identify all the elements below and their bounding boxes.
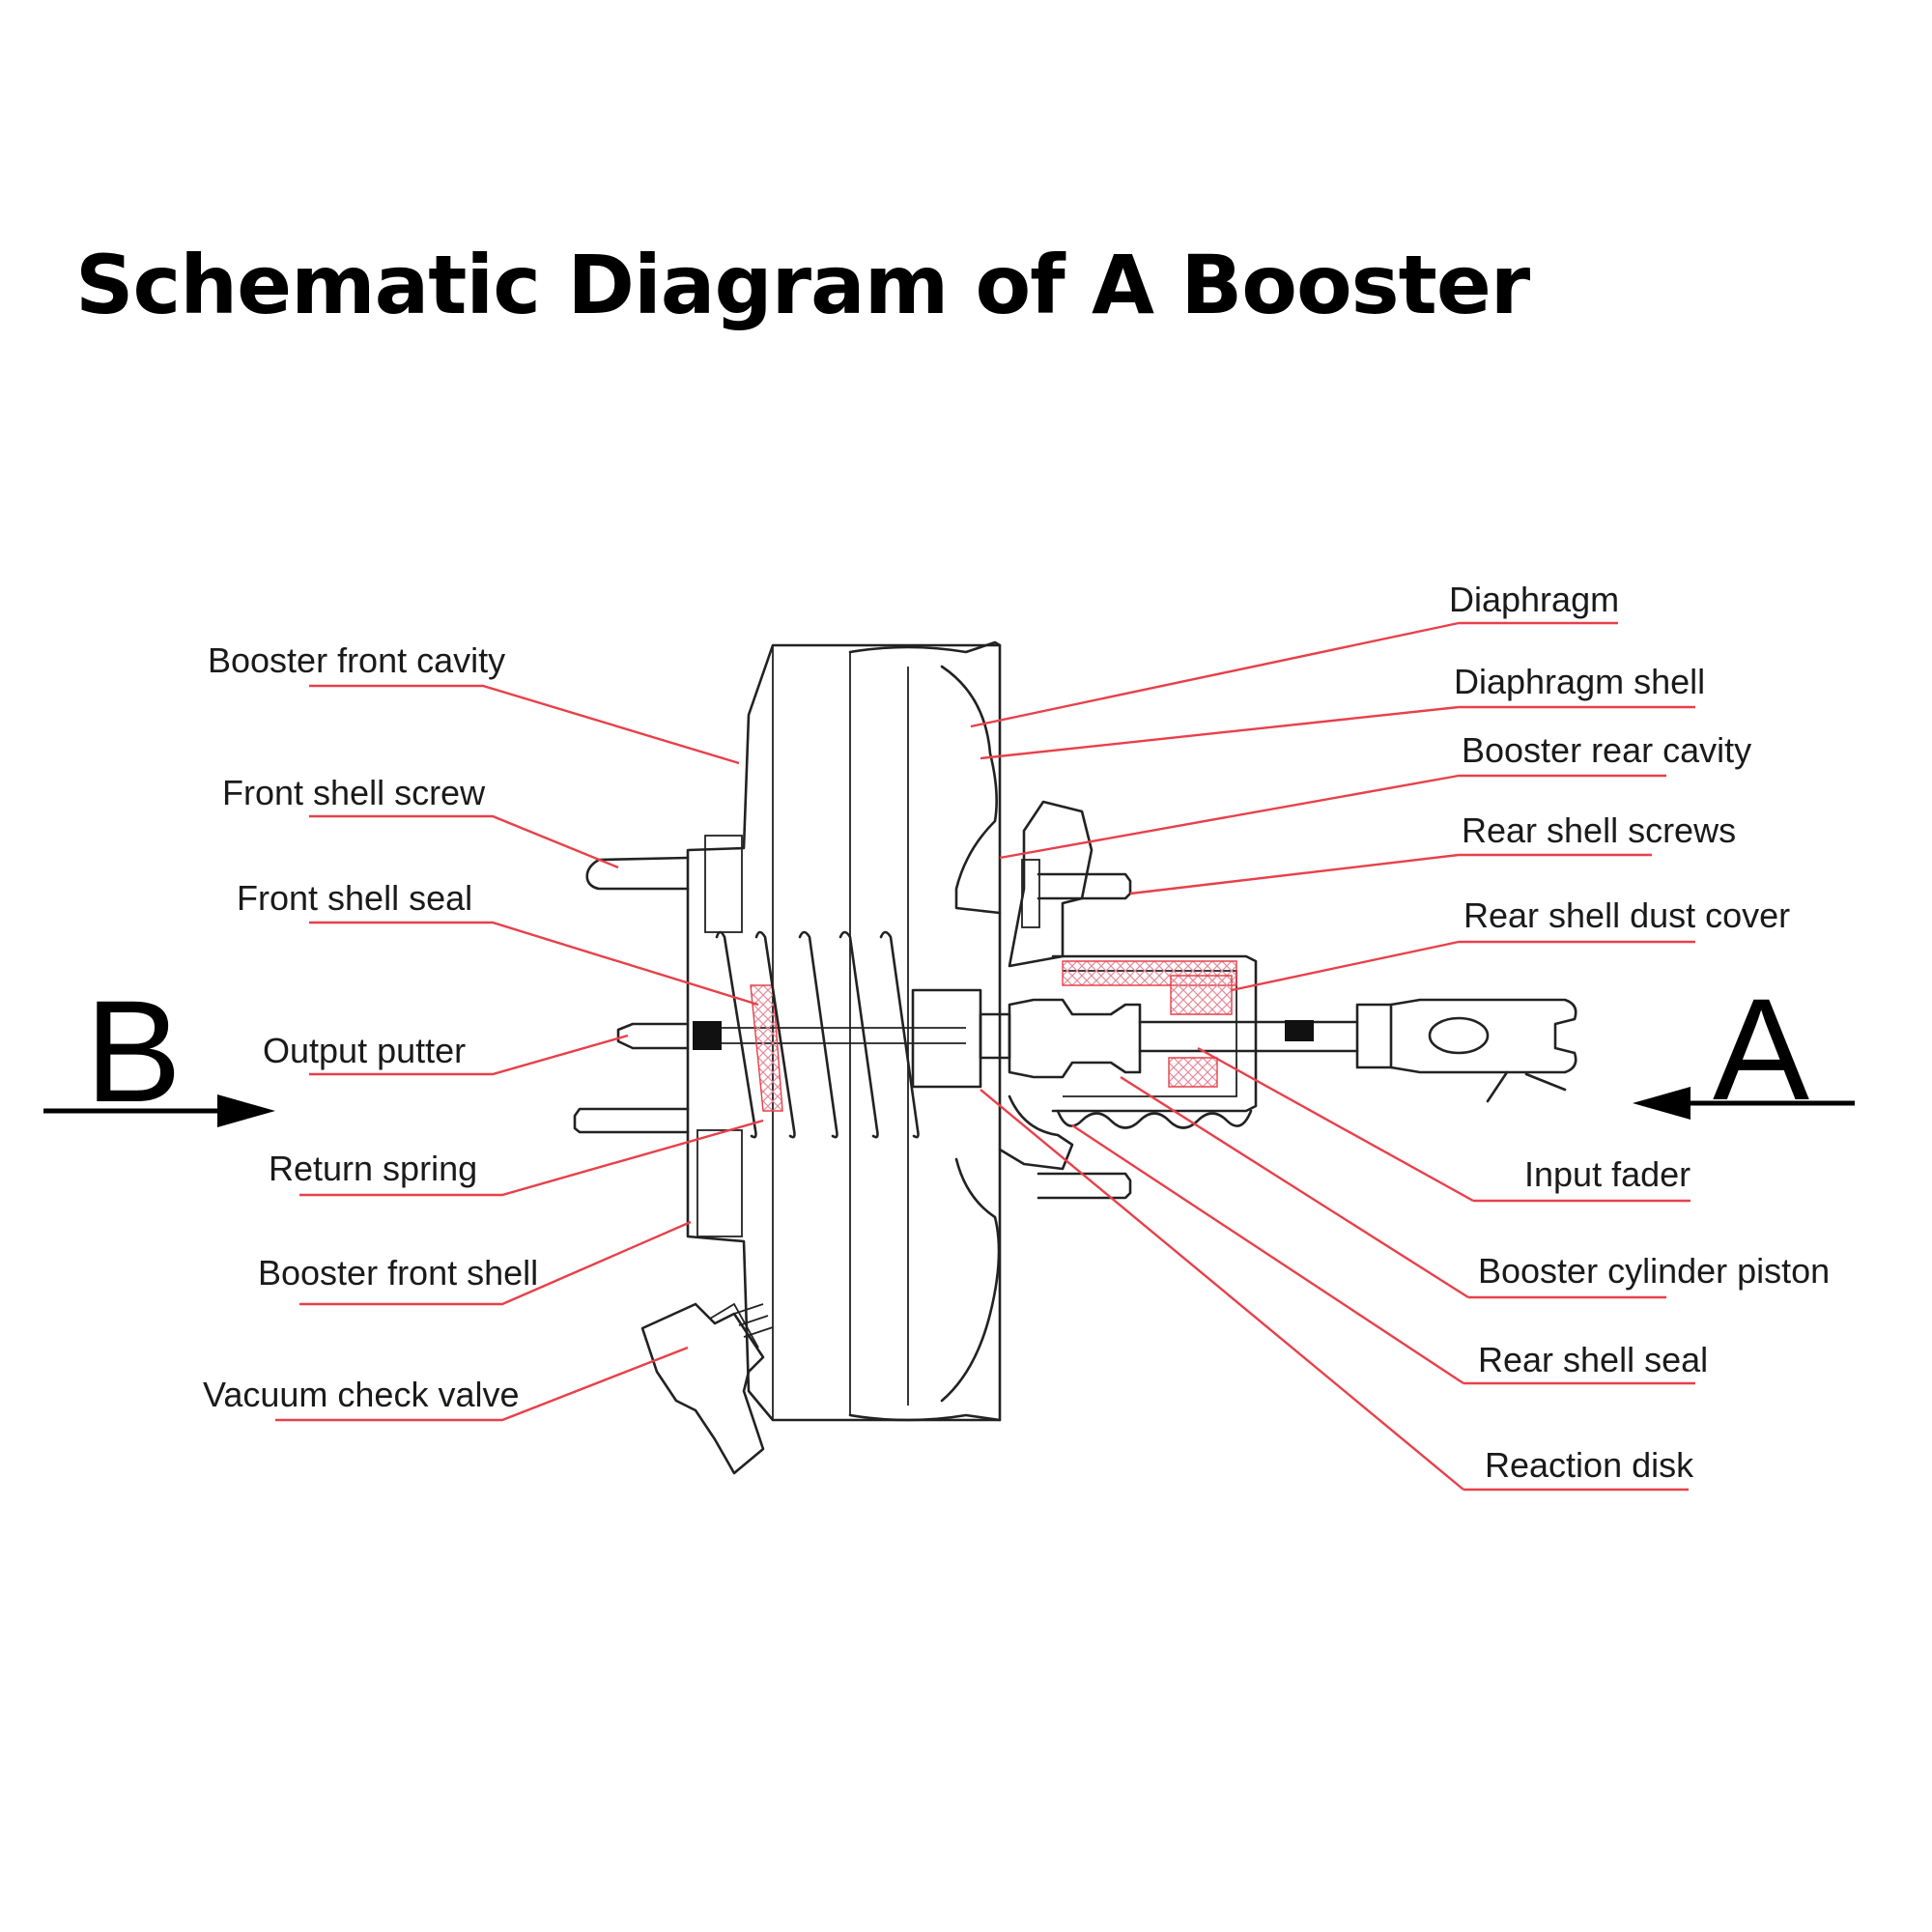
leader-input-fader (1197, 1046, 1690, 1203)
label-vacuum-check-valve: Vacuum check valve (203, 1375, 519, 1414)
label-rear-shell-screws: Rear shell screws (1462, 810, 1736, 850)
leader-front-shell-seal (309, 921, 759, 1007)
front-shell-seal (750, 984, 783, 1112)
leader-booster-front-shell (299, 1220, 692, 1306)
input-rod-collar (1285, 1020, 1314, 1041)
arrow-a-label: A (1713, 968, 1809, 1130)
label-booster-front-cavity: Booster front cavity (208, 640, 505, 680)
rear-shell-screw-upper (1037, 872, 1132, 900)
front-shell-seal-block (696, 1129, 743, 1237)
rear-bellows (1056, 1109, 1253, 1129)
leader-return-spring (299, 1119, 764, 1197)
reaction-disk-hatch (1168, 1057, 1218, 1088)
label-input-fader: Input fader (1524, 1154, 1690, 1194)
leader-vacuum-check-valve (275, 1346, 689, 1422)
leader-reaction-disk (980, 1089, 1689, 1492)
label-booster-cylinder-piston: Booster cylinder piston (1478, 1251, 1830, 1291)
leader-booster-cylinder-piston (1120, 1075, 1666, 1299)
booster-front-shell-outline (686, 643, 1002, 1422)
leader-diaphragm (970, 621, 1618, 728)
diaphragm-shell-bottom (848, 1157, 1002, 1422)
page-title: Schematic Diagram of A Booster (75, 238, 1530, 332)
label-reaction-disk: Reaction disk (1485, 1445, 1694, 1485)
return-spring (715, 930, 920, 1139)
booster-body (573, 640, 1577, 1475)
input-rod (1138, 1020, 1359, 1053)
rear-shell-housing (1051, 954, 1258, 1113)
front-shell-screw-nut (704, 835, 743, 933)
rear-shell-screw-nut (1021, 859, 1040, 928)
arrow-a: A (1633, 968, 1855, 1130)
booster-cylinder-piston (911, 800, 1142, 1171)
label-output-putter: Output putter (263, 1031, 466, 1070)
leader-front-shell-screw (309, 814, 619, 869)
leader-rear-shell-dust-cover (1231, 940, 1695, 992)
leader-output-putter (309, 1034, 629, 1076)
input-rod-nut (1355, 1003, 1393, 1069)
rear-shell-dust-cover-right (1170, 975, 1233, 1015)
output-putter-collar (693, 1021, 722, 1050)
output-putter-rod (616, 1022, 690, 1050)
clevis-pin (1486, 1070, 1567, 1103)
leader-diaphragm-shell (980, 705, 1695, 760)
part-labels: Booster front cavity Front shell screw F… (203, 580, 1830, 1485)
label-return-spring: Return spring (269, 1149, 477, 1188)
label-rear-shell-seal: Rear shell seal (1478, 1340, 1708, 1379)
arrow-b-label: B (85, 970, 182, 1132)
arrow-b: B (43, 970, 275, 1132)
leader-booster-rear-cavity (999, 774, 1666, 860)
vacuum-check-valve (640, 1302, 774, 1475)
label-rear-shell-dust-cover: Rear shell dust cover (1463, 895, 1790, 935)
input-clevis (1389, 998, 1577, 1074)
label-front-shell-screw: Front shell screw (222, 773, 486, 812)
label-front-shell-seal: Front shell seal (237, 878, 472, 918)
label-booster-rear-cavity: Booster rear cavity (1462, 730, 1751, 770)
leader-rear-shell-seal (1071, 1123, 1695, 1385)
leader-booster-front-cavity (309, 684, 740, 765)
label-booster-front-shell: Booster front shell (258, 1253, 538, 1293)
lower-front-screw (573, 1107, 690, 1134)
label-diaphragm: Diaphragm (1449, 580, 1619, 619)
front-shell-screw (585, 856, 690, 891)
clevis-eye (1428, 1016, 1490, 1055)
leader-rear-shell-screws (1129, 853, 1652, 895)
leader-lines (275, 621, 1695, 1492)
diaphragm-shell-top (848, 640, 1002, 915)
rear-shell-screw-lower (1037, 1172, 1132, 1200)
label-diaphragm-shell: Diaphragm shell (1454, 662, 1705, 701)
